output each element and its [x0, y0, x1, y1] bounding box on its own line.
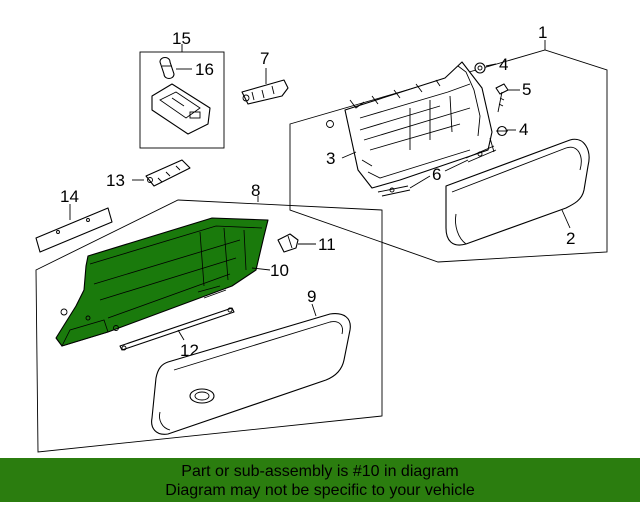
callout-11: 11 — [318, 235, 336, 254]
seal-strip-part-14 — [35, 207, 113, 253]
callout-16: 16 — [195, 60, 214, 79]
clip-part-4-lower — [496, 125, 508, 137]
clip-part-4-upper — [474, 62, 486, 74]
callout-2: 2 — [566, 229, 575, 248]
rod-part-12 — [119, 307, 235, 351]
latch-kit-group-15: 15 16 — [139, 29, 225, 149]
callout-5: 5 — [522, 80, 531, 99]
callout-6: 6 — [432, 165, 441, 184]
compartment-frame-part-3 — [344, 61, 493, 189]
callout-7: 7 — [260, 49, 269, 68]
info-banner: Part or sub-assembly is #10 in diagram D… — [0, 458, 640, 502]
callout-4-upper: 4 — [499, 55, 508, 74]
callout-4-lower: 4 — [519, 120, 528, 139]
callout-8: 8 — [251, 181, 260, 200]
assembly-8-outline — [35, 199, 383, 453]
assembly-1-group: 1 3 4 5 4 — [289, 23, 608, 263]
glove-box-bin-part-10 — [55, 217, 269, 347]
banner-line-disclaimer: Diagram may not be specific to your vehi… — [165, 482, 475, 499]
assembly-8-group: 8 10 11 12 — [35, 181, 383, 453]
callout-13: 13 — [106, 171, 125, 190]
callout-9: 9 — [307, 287, 316, 306]
pin-part-16 — [159, 56, 175, 80]
screw-part-5 — [495, 83, 509, 113]
trim-panel-part-2 — [445, 138, 590, 246]
bumper-part-11 — [277, 233, 299, 253]
callout-3: 3 — [326, 149, 335, 168]
callout-14: 14 — [60, 187, 79, 206]
highlighted-part-10 — [55, 217, 269, 347]
hinge-part-7 — [241, 79, 289, 105]
callout-1: 1 — [538, 23, 547, 42]
exploded-parts-diagram: 1 3 4 5 4 — [35, 23, 608, 453]
damper-part-13 — [145, 159, 191, 187]
bracket-part-6 — [377, 137, 497, 197]
banner-line-part-reference: Part or sub-assembly is #10 in diagram — [181, 463, 459, 480]
glove-box-door-part-9 — [151, 313, 351, 435]
callout-10: 10 — [270, 261, 289, 280]
latch-part — [151, 83, 211, 135]
callout-15: 15 — [172, 29, 191, 48]
